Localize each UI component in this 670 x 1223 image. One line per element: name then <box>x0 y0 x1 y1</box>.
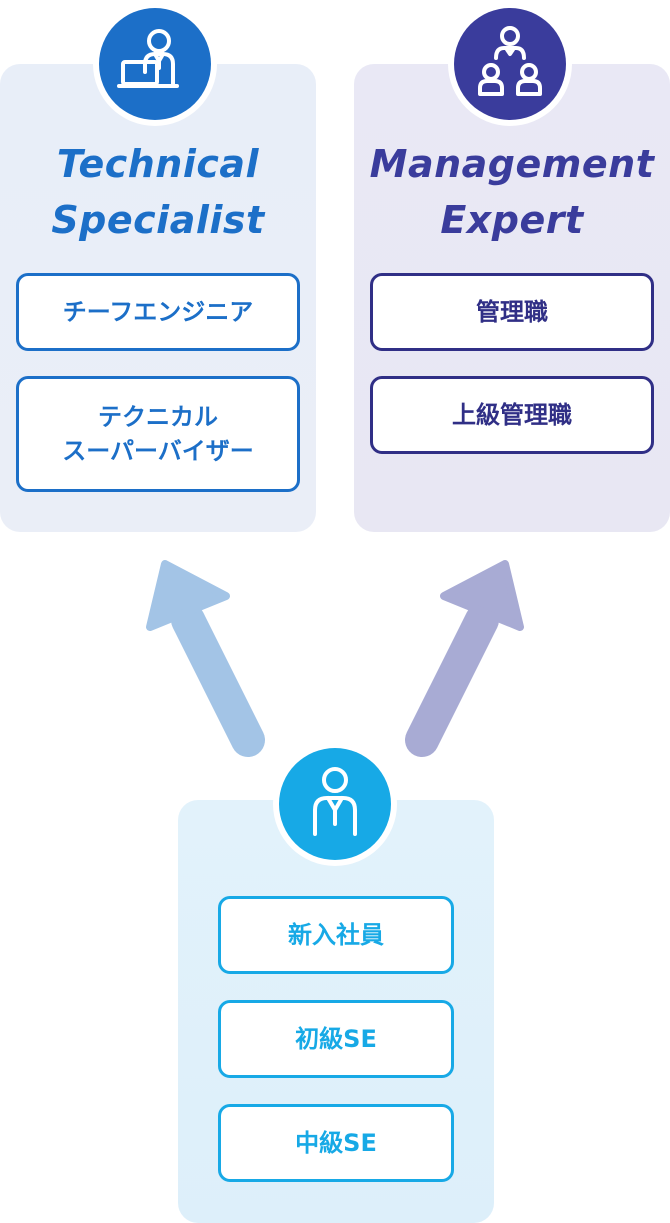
management-title-line-2: Expert <box>440 198 584 242</box>
manager-with-team-icon <box>478 26 542 96</box>
management-badge <box>448 2 572 126</box>
role-senior-manager: 上級管理職 <box>370 376 654 454</box>
management-expert-title: Management Expert <box>354 136 670 248</box>
technical-badge <box>93 2 217 126</box>
arrow-to-management <box>405 560 524 757</box>
role-mid-se: 中級SE <box>218 1104 454 1182</box>
employee-icon <box>313 767 357 836</box>
role-junior-se: 初級SE <box>218 1000 454 1078</box>
arrow-to-technical <box>146 560 265 757</box>
role-manager: 管理職 <box>370 273 654 351</box>
engineer-at-laptop-icon <box>117 29 179 88</box>
role-new-employee: 新入社員 <box>218 896 454 974</box>
technical-title-line-2: Specialist <box>51 198 265 242</box>
entry-level-badge <box>273 742 397 866</box>
role-technical-supervisor: テクニカル スーパーバイザー <box>16 376 300 492</box>
technical-title-line-1: Technical <box>56 142 260 186</box>
technical-specialist-title: Technical Specialist <box>0 136 316 248</box>
management-title-line-1: Management <box>369 142 655 186</box>
role-chief-engineer: チーフエンジニア <box>16 273 300 351</box>
